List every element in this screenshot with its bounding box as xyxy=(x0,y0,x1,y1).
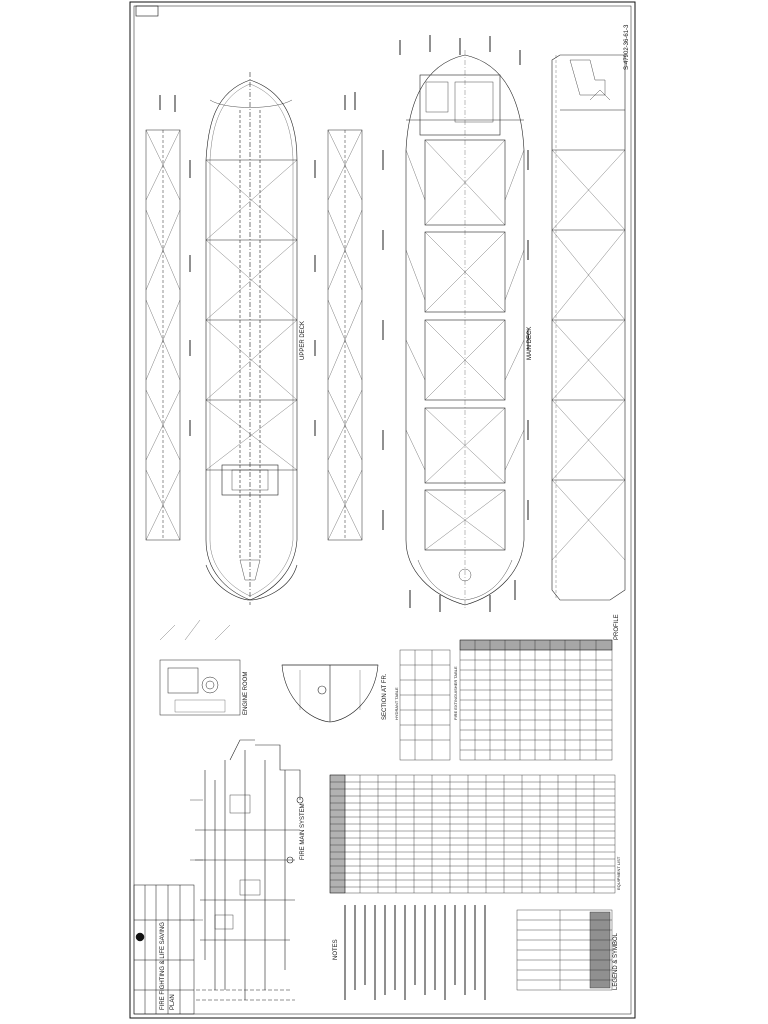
equipment-list-title: EQUIPMENT LIST xyxy=(616,856,621,890)
view-label-bow-section: SECTION AT FR. xyxy=(382,673,388,720)
extinguisher-tables xyxy=(399,639,613,761)
view-label-upper-deck: UPPER DECK xyxy=(300,320,306,360)
fire-main-schematic xyxy=(190,739,304,1001)
extinguisher-table-title: FIRE EXTINGUISHER TABLE xyxy=(453,666,458,720)
notes-title: NOTES xyxy=(333,939,339,960)
title-block xyxy=(133,884,195,1015)
engine-room-detail xyxy=(159,619,241,716)
hydrant-table-title: HYDRANT TABLE xyxy=(394,687,399,720)
legend-table xyxy=(516,909,613,991)
view-label-engine-room: ENGINE ROOM xyxy=(243,671,249,715)
annotation-marks xyxy=(159,35,529,612)
title-line-1: FIRE FIGHTING & LIFE SAVING xyxy=(160,922,166,1010)
view-label-schematic: FIRE MAIN SYSTEM xyxy=(300,803,306,860)
view-label-profile: PROFILE xyxy=(614,614,620,640)
drawing-number: S-47902-36-61-3 xyxy=(624,24,630,70)
profile-view xyxy=(551,54,626,601)
title-line-2: PLAN xyxy=(170,994,176,1010)
upper-deck-plan xyxy=(205,72,298,605)
inner-frame xyxy=(133,5,632,1015)
side-strips xyxy=(145,129,363,541)
outer-frame xyxy=(129,1,636,1019)
legend-title: LEGEND & SYMBOL xyxy=(613,932,619,990)
main-deck-plan xyxy=(405,50,525,610)
view-label-main-deck: MAIN DECK xyxy=(527,326,533,360)
corner-box xyxy=(135,5,159,17)
notes-lines xyxy=(344,905,486,1000)
equipment-list-table xyxy=(329,774,616,894)
bow-section xyxy=(281,664,379,723)
